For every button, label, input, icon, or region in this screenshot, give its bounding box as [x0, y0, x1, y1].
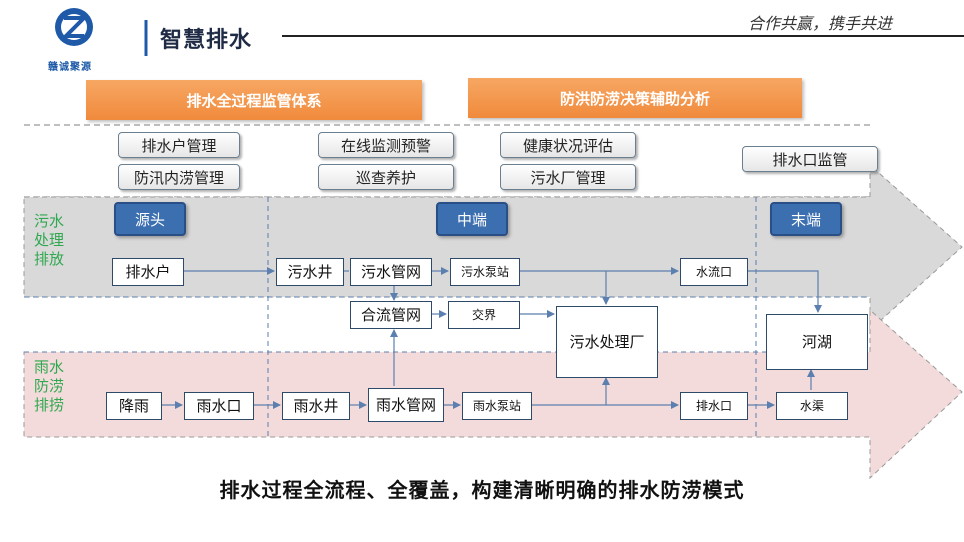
- node-discharger: 排水户: [112, 258, 184, 286]
- lane-label-rain: 雨水防涝排捞: [34, 358, 65, 414]
- function-pill[interactable]: 在线监测预警: [318, 132, 454, 158]
- node-rainfall: 降雨: [106, 392, 162, 420]
- function-pill[interactable]: 排水口监管: [742, 146, 878, 172]
- page-title: 智慧排水: [160, 28, 253, 53]
- node-combined-network: 合流管网: [350, 301, 432, 329]
- function-pill[interactable]: 污水厂管理: [500, 164, 636, 190]
- node-rain-inlet: 雨水口: [184, 392, 254, 420]
- stage-middle: 中端: [436, 202, 508, 236]
- logo-text: 赣诚聚源: [48, 62, 92, 73]
- stage-source: 源头: [114, 202, 186, 236]
- slogan: 合作共赢，携手共进: [747, 14, 892, 33]
- function-pill[interactable]: 排水户管理: [118, 132, 240, 158]
- node-treatment-plant: 污水处理厂: [556, 306, 658, 378]
- function-pill[interactable]: 健康状况评估: [500, 132, 636, 158]
- node-sewage-well: 污水井: [276, 258, 344, 286]
- node-drain-outlet: 排水口: [680, 392, 748, 420]
- logo-icon: [55, 8, 93, 46]
- node-rain-pump: 雨水泵站: [462, 392, 532, 420]
- lane-label-sewage: 污水处理排放: [34, 212, 65, 268]
- node-rain-network: 雨水管网: [368, 388, 444, 422]
- function-pill[interactable]: 防汛内涝管理: [118, 164, 240, 190]
- sewage-lane-arrow: [23, 163, 963, 332]
- stage-end: 末端: [770, 202, 842, 236]
- node-rain-well: 雨水井: [282, 392, 350, 420]
- function-pill[interactable]: 巡查养护: [318, 164, 454, 190]
- banner-monitoring: 排水全过程监管体系: [86, 80, 422, 120]
- caption: 排水过程全流程、全覆盖，构建清晰明确的排水防涝模式: [219, 478, 745, 502]
- node-river-lake: 河湖: [766, 314, 868, 370]
- node-water-outlet: 水流口: [680, 258, 748, 286]
- banner-flood-analysis: 防洪防涝决策辅助分析: [468, 78, 802, 118]
- node-canal: 水渠: [776, 392, 848, 420]
- node-sewage-network: 污水管网: [350, 258, 432, 286]
- node-sewage-pump: 污水泵站: [450, 258, 520, 286]
- node-junction: 交界: [448, 301, 520, 329]
